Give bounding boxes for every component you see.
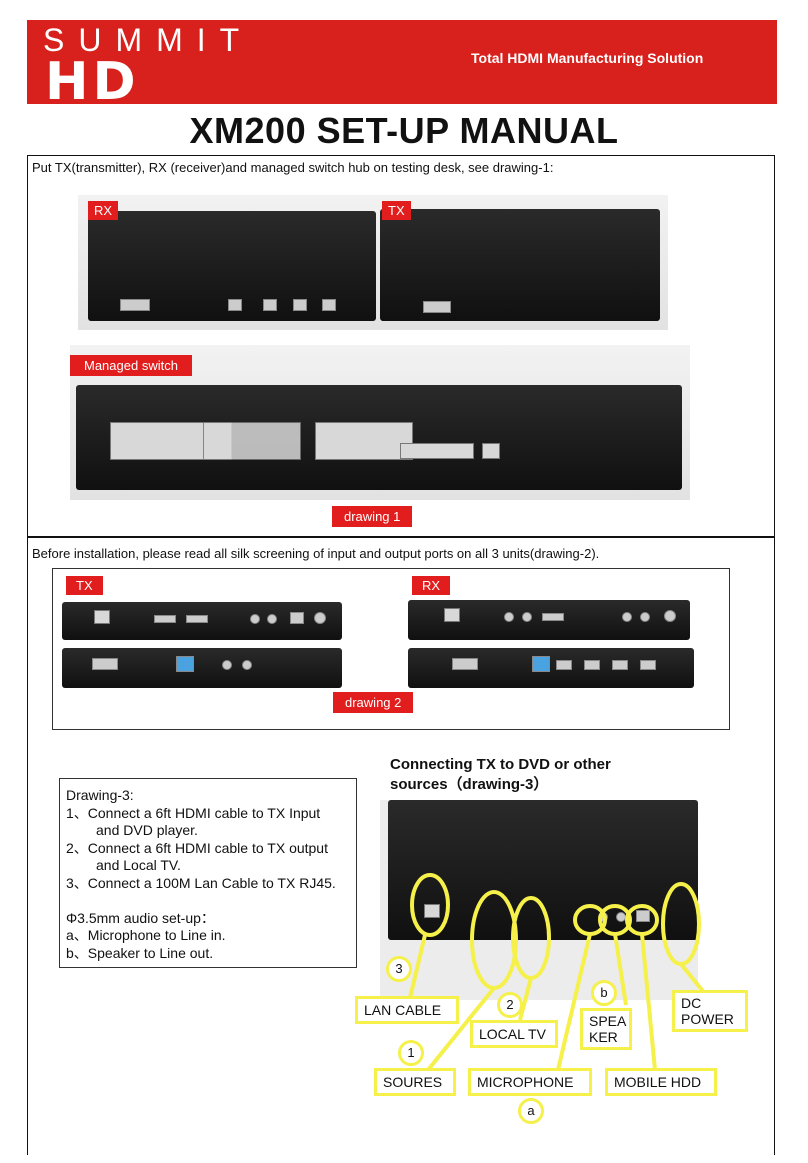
tx-usb-port (290, 612, 304, 624)
tx-cat6-port (94, 610, 110, 624)
rx-usb-port (228, 299, 242, 311)
note-line: b、Speaker to Line out. (66, 944, 214, 961)
tx-front-panel (62, 602, 342, 640)
switch-sfp-bank (400, 443, 474, 459)
tx-dip-switch (176, 656, 194, 672)
tx-hdmi-in-port (154, 615, 176, 623)
rx-usb-port (293, 299, 307, 311)
rx-rear-panel (408, 648, 694, 688)
label-speaker: SPEA KER (580, 1008, 632, 1050)
marker-b: b (591, 980, 617, 1006)
tag-tx: TX (382, 201, 411, 220)
tx-rs232-port (92, 658, 118, 670)
content-frame (27, 155, 775, 1155)
tx-rj45-port (424, 904, 440, 918)
brand-banner: SUMMIT HD Total HDMI Manufacturing Solut… (27, 20, 777, 104)
tx-video-jack (242, 660, 252, 670)
rx-link-jack (522, 612, 532, 622)
drawing3-notes: Drawing-3: 1、Connect a 6ft HDMI cable to… (59, 778, 357, 968)
switch-port-bank (203, 422, 301, 460)
rx-rs232-port (452, 658, 478, 670)
tx-rear-panel (62, 648, 342, 688)
note-line: 2、Connect a 6ft HDMI cable to TX output (66, 839, 328, 856)
rx-usb-port (640, 660, 656, 670)
switch-port-bank (315, 422, 413, 460)
drawing2-frame (52, 568, 730, 730)
note-line: a、Microphone to Line in. (66, 927, 226, 943)
note-line: and Local TV. (96, 857, 181, 873)
tag-managed-switch: Managed switch (70, 355, 192, 376)
rx-line-out-jack (640, 612, 650, 622)
page-title: XM200 SET-UP MANUAL (189, 110, 619, 151)
rx-dip-switch (532, 656, 550, 672)
rx-video-jack (504, 612, 514, 622)
marker-1: 1 (398, 1040, 424, 1066)
note-line: Φ3.5mm audio set-up： (66, 909, 215, 926)
brand-logo-bottom: HD (45, 52, 140, 104)
tag-rx: RX (88, 201, 119, 220)
marker-3: 3 (386, 956, 412, 982)
tx-line-in-jack (250, 614, 260, 624)
drawing2-tag-rx: RX (412, 576, 451, 595)
tx-hdmi-out-port (186, 615, 208, 623)
brand-tagline: Total HDMI Manufacturing Solution (471, 50, 704, 66)
switch-console-port (482, 443, 500, 459)
tx-link-jack (222, 660, 232, 670)
tx-rs232-port (423, 301, 451, 313)
note-line: 3、Connect a 100M Lan Cable to TX RJ45. (66, 874, 336, 891)
marker-2: 2 (497, 992, 523, 1018)
drawing3-heading: Connecting TX to DVD or other sources（dr… (390, 755, 611, 795)
label-dc-power-line2: POWER (681, 1011, 734, 1027)
section-divider (27, 536, 775, 538)
drawing3-heading-line1: Connecting TX to DVD or other (390, 756, 611, 773)
label-mobile-hdd: MOBILE HDD (605, 1068, 717, 1096)
label-soures: SOURES (374, 1068, 456, 1096)
rx-usb-port (612, 660, 628, 670)
drawing3-heading-line2: sources（drawing-3） (390, 776, 549, 793)
tx-dc-jack (314, 612, 326, 624)
rx-rs232-port (120, 299, 150, 311)
marker-a: a (518, 1098, 544, 1124)
rx-usb-port (263, 299, 277, 311)
label-speaker-line1: SPEA (589, 1013, 627, 1029)
rx-mic-jack (622, 612, 632, 622)
rx-usb-port (556, 660, 572, 670)
label-lan-cable: LAN CABLE (355, 996, 459, 1024)
note-line: Drawing-3: (66, 787, 134, 803)
drawing1-caption: drawing 1 (332, 506, 413, 527)
tx-line-out-jack (267, 614, 277, 624)
drawing2-tag-tx: TX (66, 576, 103, 595)
label-dc-power: DC POWER (672, 990, 748, 1032)
rx-front-panel (408, 600, 690, 640)
drawing1-photo-top (78, 195, 668, 330)
section1-text: Put TX(transmitter), RX (receiver)and ma… (32, 160, 554, 175)
label-speaker-line2: KER (589, 1029, 618, 1045)
rx-cat6-port (444, 608, 460, 622)
usb-port (636, 910, 650, 922)
rx-dc-jack (664, 610, 676, 622)
note-line: and DVD player. (96, 822, 198, 838)
brand-logo-top: SUMMIT (43, 22, 254, 58)
note-line: 1、Connect a 6ft HDMI cable to TX Input (66, 804, 321, 821)
rx-usb-port (322, 299, 336, 311)
label-dc-power-line1: DC (681, 995, 702, 1011)
section2-text: Before installation, please read all sil… (32, 546, 600, 561)
drawing2-caption: drawing 2 (333, 692, 414, 713)
rx-hdmi-out-port (542, 613, 564, 621)
label-local-tv: LOCAL TV (470, 1020, 558, 1048)
label-microphone: MICROPHONE (468, 1068, 592, 1096)
rx-usb-port (584, 660, 600, 670)
